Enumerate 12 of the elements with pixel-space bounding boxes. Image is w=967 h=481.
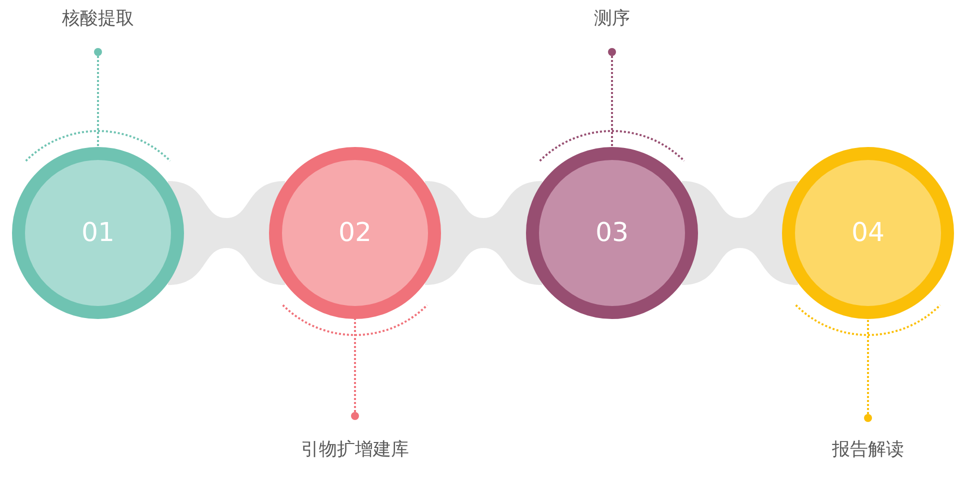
- step-label: 报告解读: [832, 439, 904, 461]
- step-circle: 02: [269, 147, 441, 319]
- leader-line: [864, 319, 872, 422]
- step-circle: 03: [526, 147, 698, 319]
- step-circle: 04: [782, 147, 954, 319]
- step-label: 核酸提取: [62, 8, 134, 30]
- step-circle: 01: [12, 147, 184, 319]
- leader-line: [608, 48, 616, 147]
- step-label: 引物扩增建库: [301, 439, 409, 461]
- leader-line: [94, 48, 102, 147]
- step-label: 测序: [594, 8, 630, 30]
- leader-line: [351, 319, 359, 420]
